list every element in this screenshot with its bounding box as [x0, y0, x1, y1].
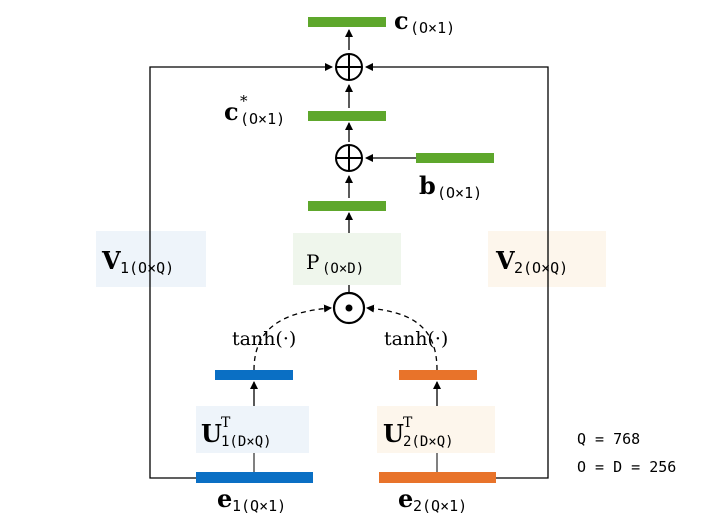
bar-c-output: [308, 17, 386, 27]
bar-e1: [196, 472, 313, 483]
bar-e2: [379, 472, 496, 483]
plus-operator-middle: [335, 144, 363, 172]
bar-b: [416, 153, 494, 163]
p-box: [293, 233, 401, 285]
label-c-sub: (O×1): [410, 19, 455, 37]
label-b-sub: (O×1): [437, 184, 482, 202]
odot-operator: [332, 291, 366, 325]
label-v2-main: V: [495, 246, 515, 275]
bar-p-output: [308, 201, 386, 211]
v2-box: [488, 231, 606, 287]
bar-u1-output: [215, 370, 293, 380]
v1-box: [96, 231, 206, 287]
label-cstar-sup: *: [240, 92, 248, 110]
label-p-sub: (O×D): [322, 261, 364, 277]
label-cstar-sub: (O×1): [240, 110, 285, 128]
label-e1-sub: 1(Q×1): [232, 497, 286, 515]
label-u2-sub: 2(D×Q): [403, 434, 454, 450]
label-e2-sub: 2(Q×1): [413, 497, 467, 515]
label-u2-main: U: [383, 419, 404, 448]
bar-u2-output: [399, 370, 477, 380]
label-v1-sub: 1(O×Q): [120, 259, 174, 277]
u2-box: [377, 406, 495, 453]
label-c-main: c: [394, 6, 409, 35]
bar-c-star: [308, 111, 386, 121]
u1-box: [196, 406, 309, 453]
label-cstar-main: c: [224, 97, 239, 126]
label-tanh-left: tanh(·): [232, 328, 296, 350]
label-u1-sup: T: [221, 415, 231, 431]
label-e2-main: e: [398, 484, 413, 513]
dashed-arrow-right: [366, 304, 438, 371]
label-u1-sub: 1(D×Q): [221, 434, 272, 450]
label-e1-main: e: [217, 484, 232, 513]
label-p-main: P: [306, 250, 319, 274]
label-tanh-right: tanh(·): [384, 328, 448, 350]
dims-od: O = D = 256: [577, 458, 676, 476]
label-v2-sub: 2(O×Q): [514, 259, 568, 277]
label-u2-sup: T: [403, 415, 413, 431]
dims-q: Q = 768: [577, 430, 640, 448]
label-v1-main: V: [101, 246, 121, 275]
label-u1-main: U: [201, 419, 222, 448]
dashed-arrow-left: [253, 304, 332, 371]
label-b-main: b: [419, 171, 436, 200]
plus-operator-top: [335, 53, 363, 81]
